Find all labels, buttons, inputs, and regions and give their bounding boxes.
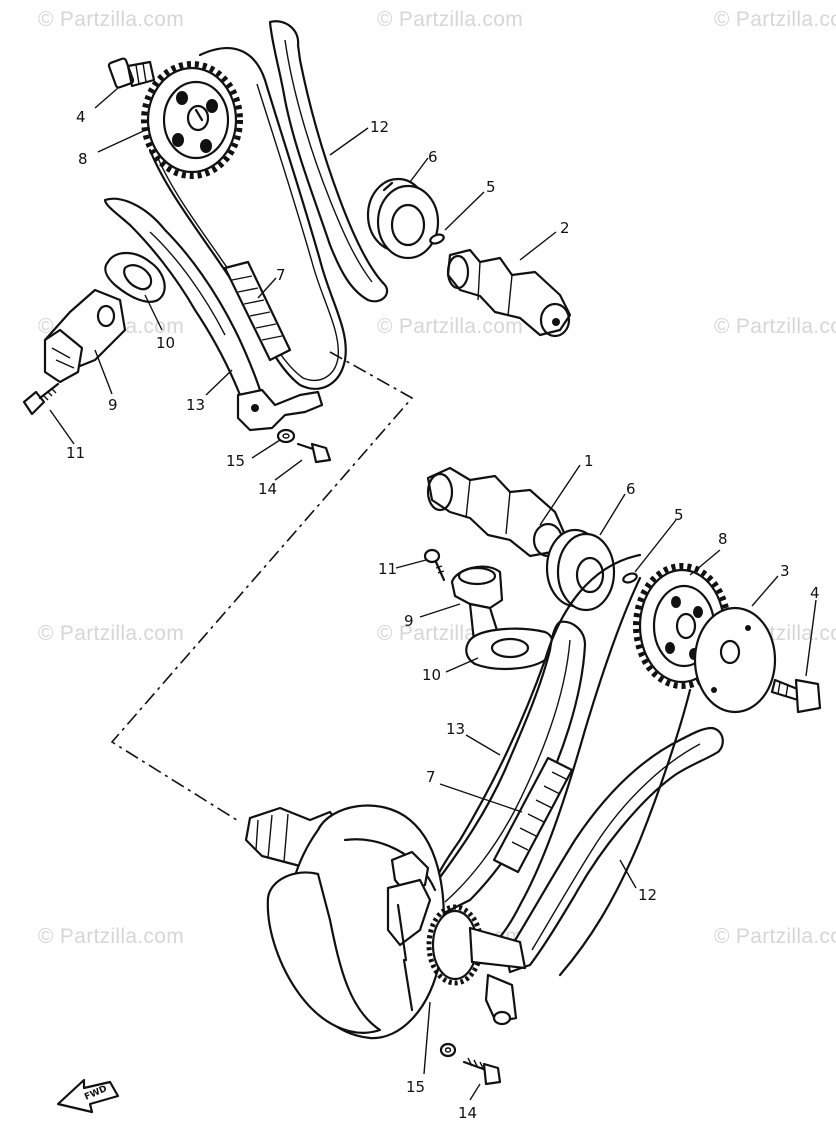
callout-label: 7	[426, 768, 436, 786]
callout-label: 14	[458, 1104, 477, 1122]
screw-part-11	[423, 548, 446, 582]
callout-label: 2	[560, 219, 570, 237]
screw-part-11	[22, 382, 60, 416]
callout-label: 12	[370, 118, 389, 136]
watermark: © Partzilla.com	[38, 622, 185, 645]
callout-label: 6	[428, 148, 438, 166]
cam-cap-part-6	[366, 177, 440, 260]
callout-label: 8	[718, 530, 728, 548]
callout-label: 6	[626, 480, 636, 498]
callout-label: 14	[258, 480, 277, 498]
dowel-pin-part-5	[622, 572, 638, 584]
callout-label: 1	[584, 452, 594, 470]
callout-label: 12	[638, 886, 657, 904]
dowel-pin-part-5	[429, 233, 445, 245]
callout-label: 5	[674, 506, 684, 524]
tensioner-guide-part-13	[103, 197, 324, 432]
camshaft-part-1	[426, 466, 567, 558]
watermark: © Partzilla.com	[714, 925, 836, 948]
forward-direction-arrow: FWD	[56, 1078, 120, 1114]
callout-label: 10	[422, 666, 441, 684]
callout-label: 4	[810, 584, 820, 602]
watermark: © Partzilla.com	[38, 925, 185, 948]
plate-part-3	[693, 606, 777, 714]
callout-label: 9	[404, 612, 414, 630]
tensioner-part-9	[43, 288, 127, 384]
chain-damper-part-7	[223, 260, 292, 362]
callout-label: 5	[486, 178, 496, 196]
callout-label: 9	[108, 396, 118, 414]
washer-part-15	[276, 428, 296, 444]
callout-label: 7	[276, 266, 286, 284]
chain-guide-part-12	[268, 20, 389, 303]
callout-label: 15	[406, 1078, 425, 1096]
camshaft-part-2	[446, 248, 572, 338]
watermark: © Partzilla.com	[38, 8, 185, 31]
cam-cap-part-6	[545, 528, 616, 612]
leader-lines	[49, 87, 817, 1101]
callout-label: 15	[226, 452, 245, 470]
chain-damper-part-7	[492, 756, 574, 874]
gasket-part-10	[104, 251, 166, 303]
watermark: © Partzilla.com	[714, 8, 836, 31]
callout-label: 4	[76, 108, 86, 126]
callout-label: 11	[378, 560, 397, 578]
crankshaft	[244, 804, 527, 1040]
watermark: © Partzilla.com	[714, 315, 836, 338]
watermark: © Partzilla.com	[377, 8, 524, 31]
callout-label: 13	[186, 396, 205, 414]
callout-label: 10	[156, 334, 175, 352]
bolt-part-4	[770, 678, 822, 714]
top-cam-chain-assembly	[22, 20, 572, 464]
bottom-cam-chain-assembly: FWD	[56, 466, 822, 1114]
callout-label: 3	[780, 562, 790, 580]
callout-numbers: 4 8 12 6 5 2 7 10 9 13 11 15 14 1 6 5 8 …	[66, 108, 820, 1122]
callout-label: 11	[66, 444, 85, 462]
callout-label: 8	[78, 150, 88, 168]
callout-label: 13	[446, 720, 465, 738]
bolt-part-14	[296, 442, 332, 464]
dashed-connector-line	[110, 351, 414, 823]
cam-sprocket-part-8	[141, 61, 243, 179]
gasket-part-10	[465, 627, 554, 671]
bolt-part-14	[462, 1057, 502, 1086]
watermark: © Partzilla.com	[377, 315, 524, 338]
washer-part-15	[439, 1042, 457, 1058]
bolt-part-4	[107, 57, 156, 89]
